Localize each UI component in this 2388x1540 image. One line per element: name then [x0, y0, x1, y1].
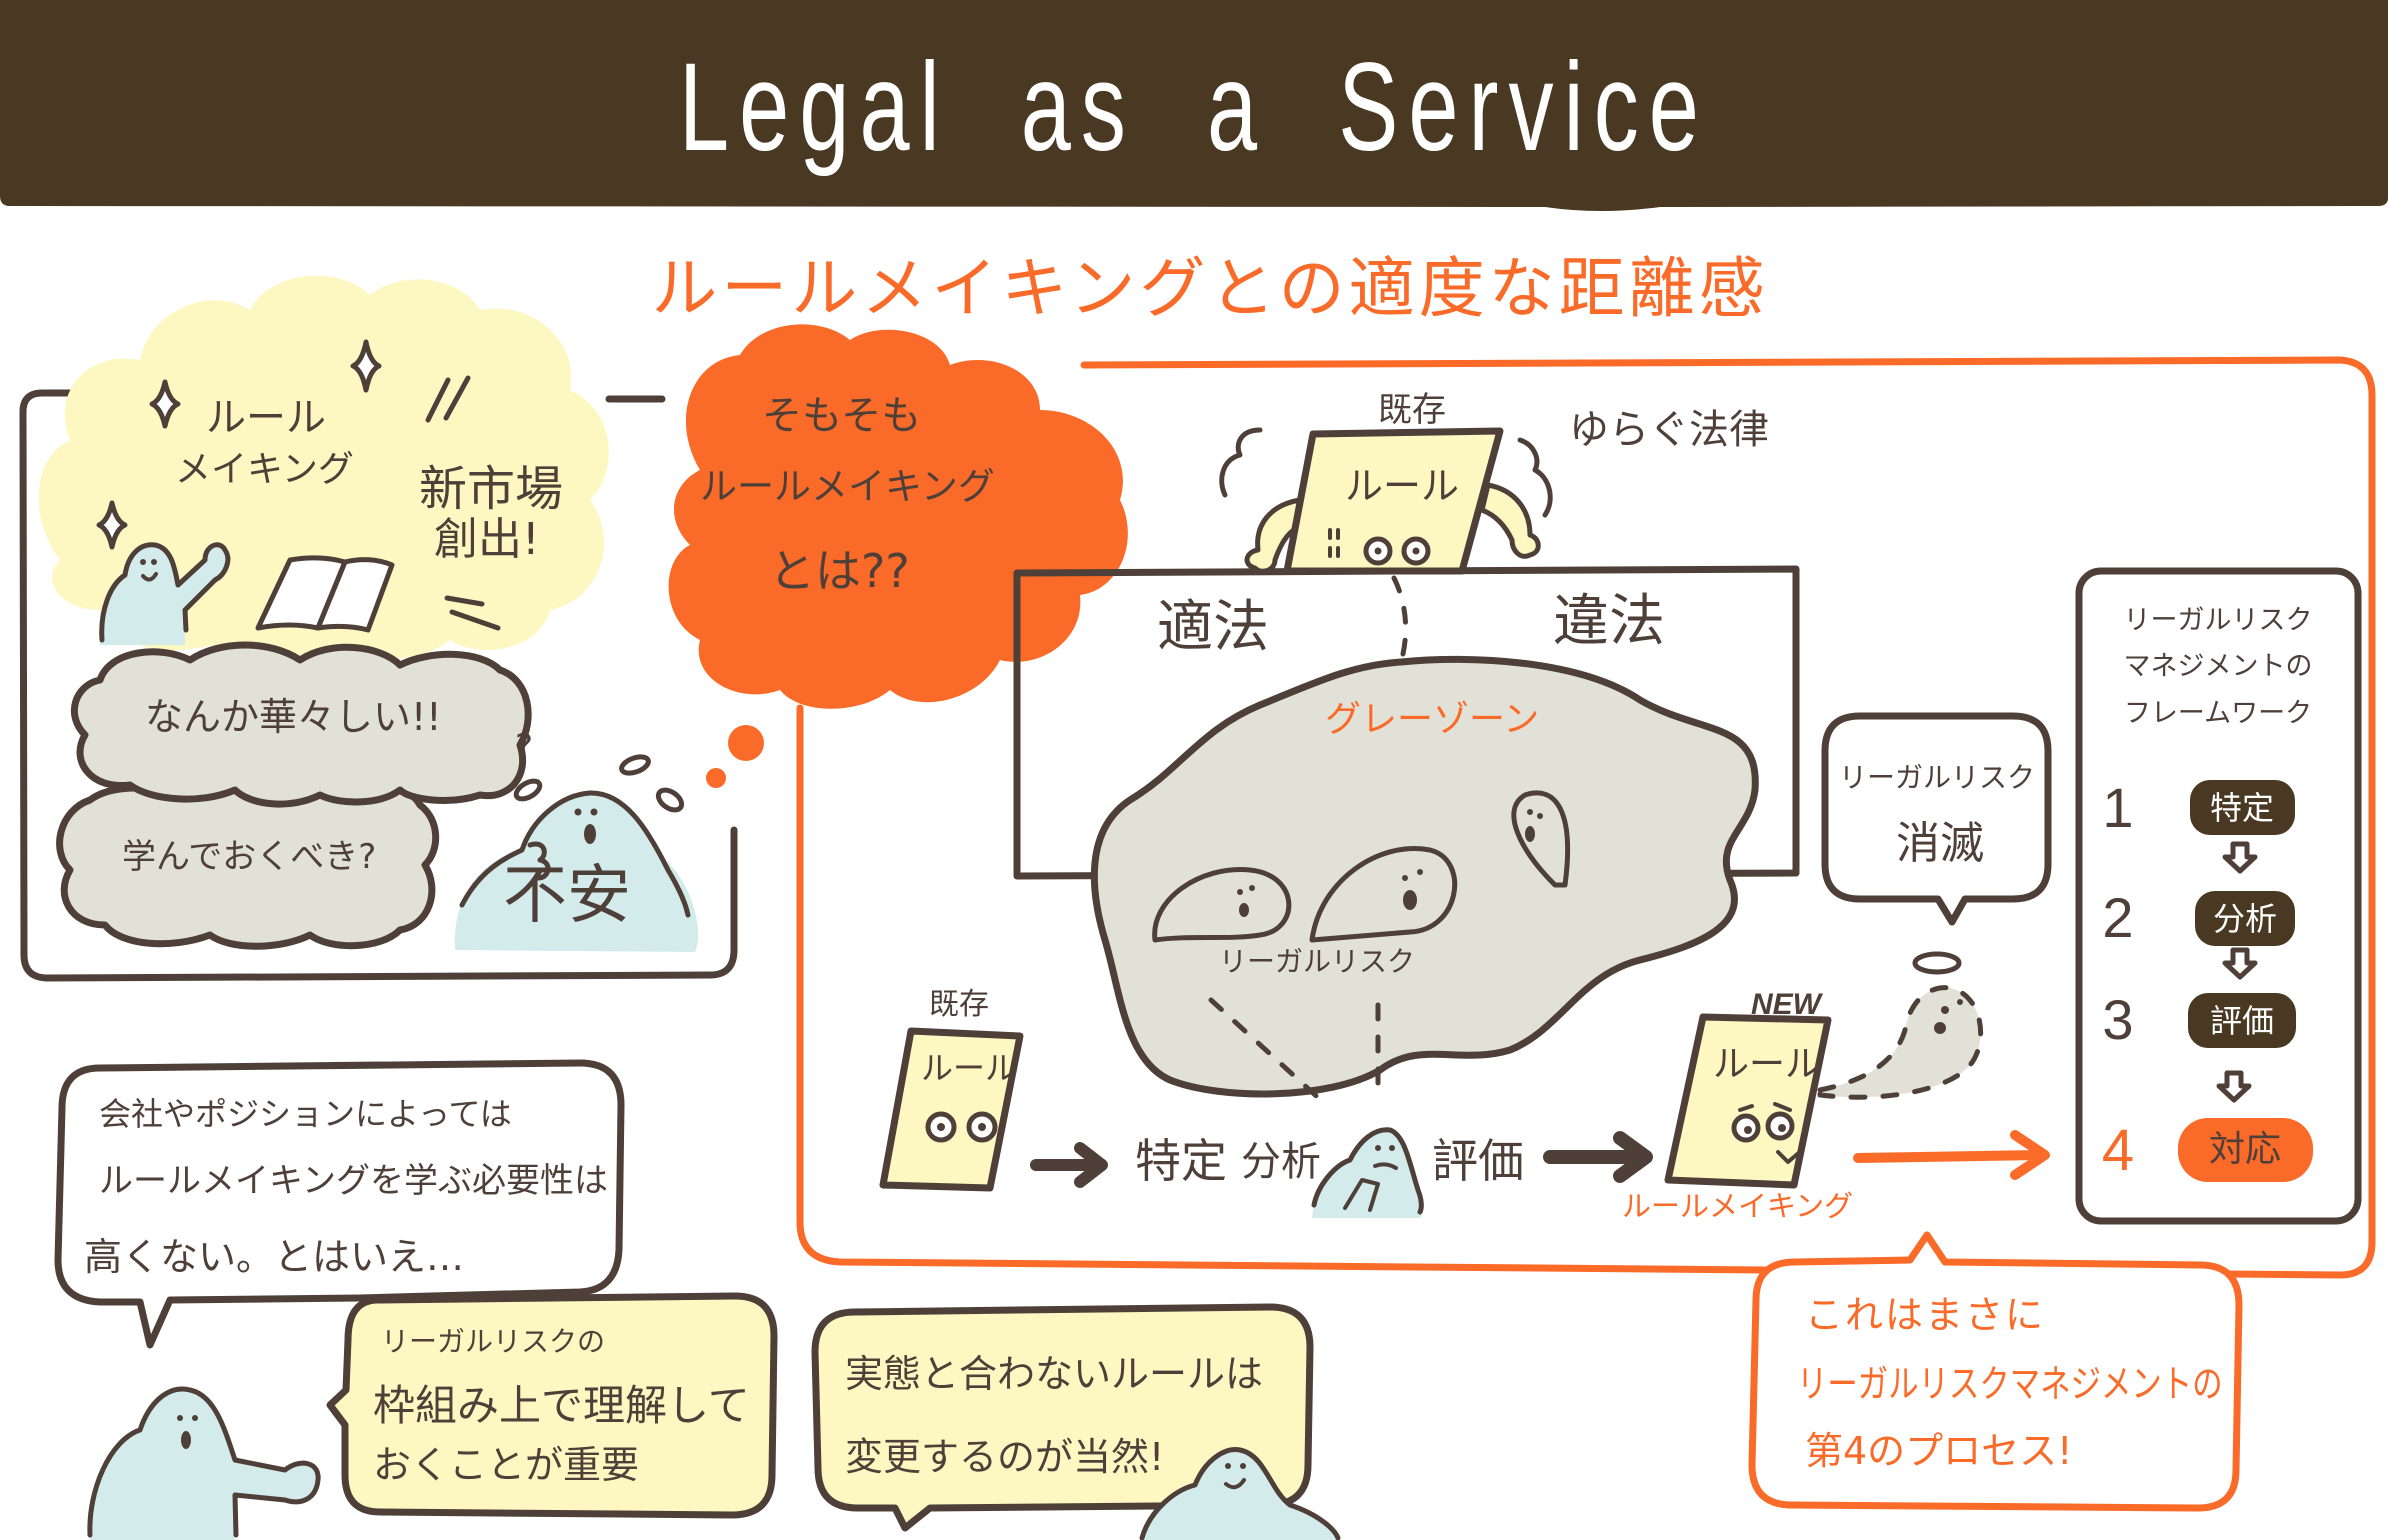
speech-text: 会社やポジションによっては	[99, 1095, 512, 1133]
gray-zone-label: グレーゾーン	[1325, 699, 1540, 740]
step-pill	[2195, 891, 2295, 946]
left-panel	[19, 275, 738, 982]
step-number-highlight: 4	[2101, 1118, 2135, 1183]
sparkle-icon	[96, 500, 128, 550]
callout-text: 第4のプロセス!	[1805, 1429, 2073, 1473]
callout-text: これはまさに	[1805, 1293, 2046, 1337]
mascot-smiling	[1139, 1447, 1341, 1540]
sparkle-icon	[350, 339, 382, 393]
speech-text: ルールメイキングを学ぶ必要性は	[99, 1161, 608, 1201]
rule-card-text: ルール	[1713, 1044, 1822, 1085]
new-label: NEW	[1751, 988, 1821, 1021]
header-band	[0, 0, 2388, 211]
step-label: 分析	[2212, 900, 2278, 938]
existing-rule-card-top	[1219, 427, 1553, 575]
step-label-highlight: 対応	[2208, 1129, 2282, 1170]
arrow-right-icon	[1853, 1130, 2050, 1180]
rule-card-text: ルール	[921, 1049, 1018, 1087]
speech-bubble-1	[54, 1059, 625, 1349]
worry-cloud-1	[70, 641, 532, 808]
shaking-law-label: ゆらぐ法律	[1569, 407, 1769, 453]
legal-risk-ghost	[1152, 867, 1292, 943]
legal-risk-ghost	[1511, 790, 1571, 888]
vanishing-ghost	[1817, 985, 1984, 1100]
question-text: ルールメイキング	[700, 465, 995, 508]
halo-icon	[1912, 951, 1962, 975]
mascot-thinking	[1311, 1127, 1424, 1218]
hype-exclaim: 創出!	[434, 514, 540, 565]
worry-text: なんか華々しい!!	[145, 695, 442, 739]
anxiety-label: 不安	[503, 859, 631, 933]
legal-label: 適法	[1157, 595, 1269, 660]
existing-rule-card-bottom	[879, 1027, 1024, 1192]
question-text: そもそも	[762, 393, 922, 439]
new-rule-card	[1664, 951, 1984, 1189]
arrow-down-icon	[2222, 841, 2258, 874]
excitement-lines	[425, 375, 501, 631]
sparkle-icon	[149, 379, 181, 429]
callout-text: リーガルリスクマネジメントの	[1797, 1362, 2223, 1406]
framework-box	[2075, 567, 2362, 1225]
mascot-anxious	[454, 754, 699, 952]
existing-label: 既存	[929, 987, 989, 1022]
step-pill-highlight	[2178, 1118, 2313, 1182]
dashed-connector	[1391, 575, 1409, 665]
speech-text: リーガルリスクの	[381, 1325, 606, 1358]
risk-gone-text: 消滅	[1896, 818, 1984, 869]
speech-bubble-3	[811, 1303, 1314, 1532]
rule-card-text: ルール	[1345, 464, 1460, 508]
process-step: 特定	[1135, 1134, 1227, 1188]
book-icon	[255, 555, 395, 633]
existing-label: 既存	[1378, 390, 1446, 430]
hype-text: ルール	[206, 395, 326, 441]
left-panel-frame	[19, 389, 738, 982]
speech-text: 高くない。とはいえ…	[84, 1235, 465, 1279]
mascot-waving	[99, 542, 231, 645]
framework-title: フレームワーク	[2123, 698, 2313, 729]
hype-cloud	[38, 275, 609, 660]
step-number: 2	[2102, 886, 2134, 949]
page-title: Legal as a Service	[679, 38, 1709, 177]
legal-risk-ghost	[1309, 846, 1458, 943]
question-mark: ?	[515, 727, 534, 767]
mascot-explaining	[87, 1386, 321, 1540]
question-text: とは??	[769, 544, 910, 598]
speech-bubble-2	[326, 1292, 778, 1519]
risk-gone-bubble	[1821, 712, 2052, 926]
process-step: 評価	[1432, 1134, 1524, 1188]
risk-gone-text: リーガルリスク	[1838, 761, 2036, 794]
framework-title: マネジメントの	[2123, 651, 2313, 682]
hype-exclaim: 新市場	[419, 461, 564, 517]
arrow-down-icon	[2222, 947, 2258, 980]
worry-text: 学んでおくべき?	[122, 837, 377, 877]
process-step: 分析	[1241, 1139, 1321, 1185]
step-pill	[2188, 993, 2296, 1048]
speech-text: 変更するのが当然!	[845, 1435, 1165, 1479]
rule-making-frame	[796, 356, 2376, 1279]
dashed-connector	[1208, 997, 1381, 1107]
framework-title: リーガルリスク	[2123, 605, 2313, 636]
legal-risk-label: リーガルリスク	[1218, 945, 1416, 978]
speech-text: 枠組み上で理解して	[373, 1381, 750, 1430]
step-label: 評価	[2209, 1002, 2275, 1040]
rule-making-caption: ルールメイキング	[1622, 1189, 1854, 1223]
arrow-right-icon	[1030, 1142, 1108, 1188]
step-pill	[2190, 780, 2295, 835]
arrow-down-icon	[2216, 1070, 2252, 1103]
speech-text: おくことが重要	[373, 1443, 640, 1487]
illegal-label: 違法	[1553, 589, 1665, 654]
step-number: 1	[2102, 776, 2134, 839]
question-cloud	[668, 324, 1128, 788]
hype-text: メイキング	[175, 449, 354, 490]
arrow-right-icon	[1543, 1131, 1653, 1183]
legal-illegal-box	[1013, 565, 1800, 880]
subtitle: ルールメイキングとの適度な距離感	[651, 250, 1769, 327]
step-number: 3	[2102, 988, 2134, 1051]
step-label: 特定	[2209, 789, 2275, 827]
callout-box	[1748, 1231, 2243, 1512]
speech-text: 実態と合わないルールは	[845, 1352, 1264, 1396]
